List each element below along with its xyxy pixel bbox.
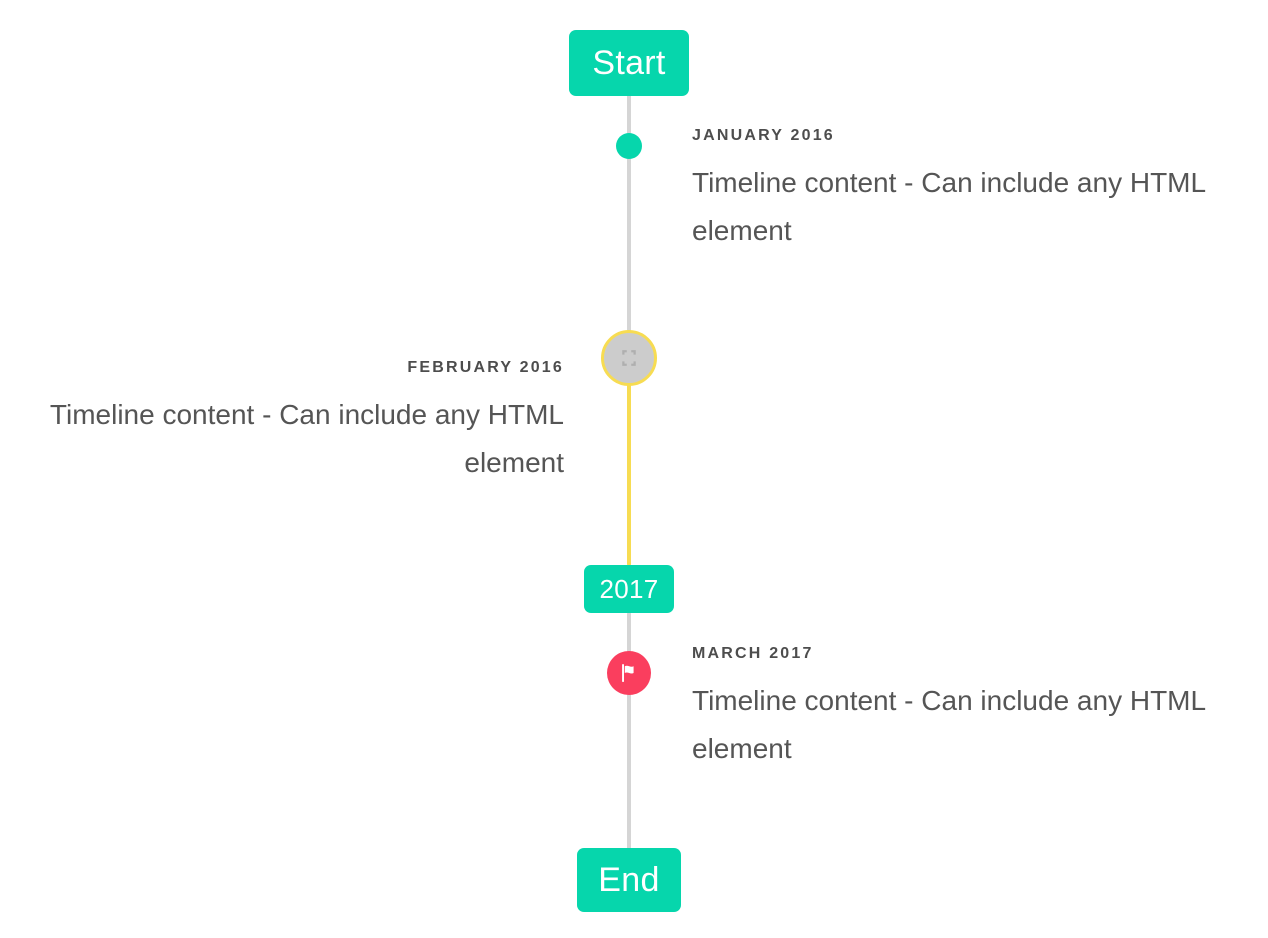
timeline-event-content: Timeline content - Can include any HTML …: [49, 399, 564, 478]
timeline-rail-segment-highlight: [627, 332, 631, 566]
timeline-rail-segment-upper: [627, 88, 631, 334]
timeline-event-date: JANUARY 2016: [692, 127, 835, 144]
timeline-year-badge[interactable]: 2017: [584, 565, 674, 613]
timeline-event-content: Timeline content - Can include any HTML …: [692, 167, 1206, 246]
image-placeholder-icon[interactable]: [601, 330, 657, 386]
flag-glyph: [622, 663, 634, 683]
dot-icon[interactable]: [616, 133, 642, 159]
timeline-end-badge[interactable]: End: [577, 848, 681, 912]
timeline-event-date: MARCH 2017: [692, 645, 814, 662]
timeline-event-body: JANUARY 2016 Timeline content - Can incl…: [692, 126, 1216, 254]
timeline-event-body: FEBRUARY 2016 Timeline content - Can inc…: [40, 358, 564, 486]
timeline-event-date: FEBRUARY 2016: [407, 359, 564, 376]
flag-icon[interactable]: [607, 651, 651, 695]
timeline-event-content: Timeline content - Can include any HTML …: [692, 685, 1206, 764]
timeline-start-badge[interactable]: Start: [569, 30, 689, 96]
timeline-rail-segment-lower: [627, 612, 631, 854]
timeline-event-body: MARCH 2017 Timeline content - Can includ…: [692, 644, 1216, 772]
broken-image-glyph: [622, 350, 636, 366]
